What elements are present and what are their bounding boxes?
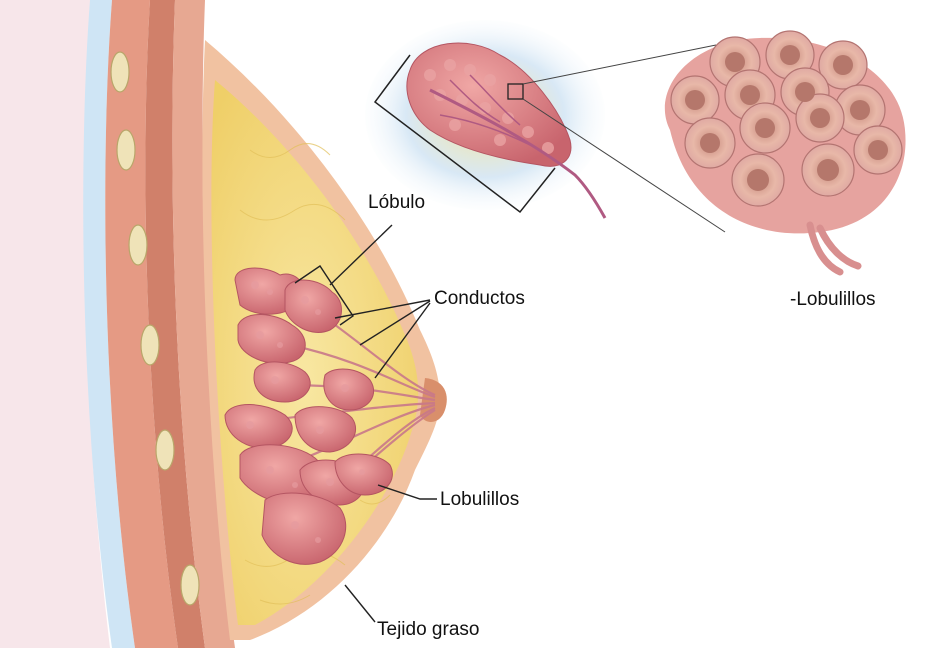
- label-lobulillos-detail: -Lobulillos: [790, 290, 876, 309]
- acini-detail: [665, 31, 906, 272]
- label-lobulo: Lóbulo: [368, 193, 425, 212]
- label-lobulillos: Lobulillos: [440, 490, 519, 509]
- chest-wall: [0, 0, 235, 648]
- label-conductos: Conductos: [434, 289, 525, 308]
- label-tejido-graso: Tejido graso: [377, 620, 479, 639]
